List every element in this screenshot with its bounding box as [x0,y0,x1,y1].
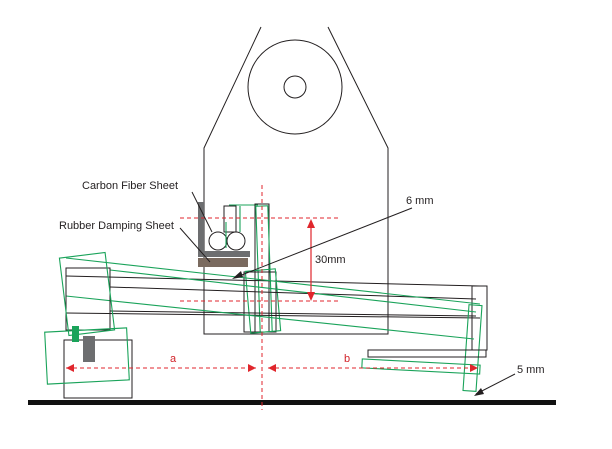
leader-5mm [475,373,516,395]
left-weight-deflected [58,251,116,337]
dim-30mm-arrow-bottom [307,292,315,301]
left-base-deflected [44,327,130,385]
dim-b-arrow-right [470,364,478,372]
roller-left [208,231,228,251]
pulley-outer [247,39,343,135]
dim-b-arrow-left [268,364,276,372]
pulley-hub [283,75,307,99]
clamp-block [223,205,237,233]
label-b: b [344,353,350,365]
dim-a-arrow-right [248,364,256,372]
left-base [63,339,133,399]
label-30mm: 30mm [315,254,346,266]
beam-right-end-deflected [462,304,483,392]
label-a: a [170,353,177,365]
leader-carbon [191,191,213,233]
slider-carriage-deflected [244,268,282,334]
dim-a-arrow-left [66,364,74,372]
leader-5mm-arrow [474,388,484,396]
right-foot-deflected [361,358,481,375]
left-base-pin [83,336,95,362]
leader-6mm-arrow [232,271,243,279]
label-rubber-damping: Rubber Damping Sheet [59,220,174,232]
left-base-pin-deflected [72,326,79,342]
leader-6mm [233,207,413,279]
label-carbon-fiber: Carbon Fiber Sheet [82,180,178,192]
support-frame [203,26,389,335]
right-foot [367,349,487,358]
label-6mm: 6 mm [406,195,434,207]
dim-30mm-arrow-top [307,219,315,228]
roller-right [226,231,246,251]
carbon-fiber-sheet [198,202,250,257]
clamp-deflected [225,204,258,248]
rubber-damping-sheet [198,258,248,267]
ground-line [28,400,556,405]
beam-deflected [65,257,481,340]
leader-rubber [179,227,211,263]
label-5mm: 5 mm [517,364,545,376]
